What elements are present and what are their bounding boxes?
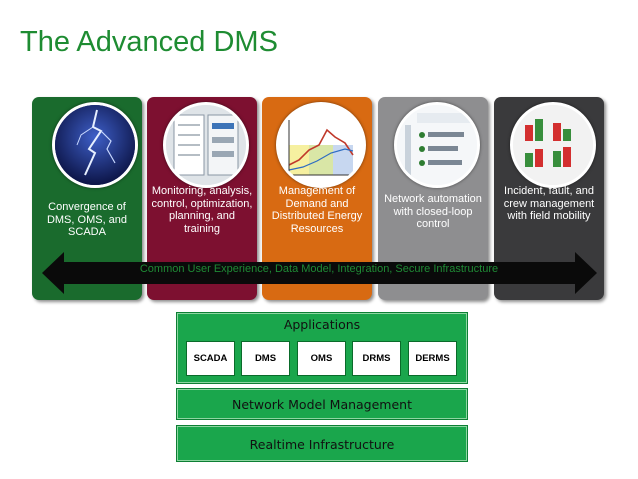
realtime-label: Realtime Infrastructure	[249, 437, 395, 452]
applications-title: Applications	[283, 317, 361, 332]
card-label: Convergence of DMS, OMS, and SCADA	[46, 201, 128, 238]
card-label: Management of Demand and Distributed Ene…	[271, 185, 363, 235]
lightning-image	[52, 102, 138, 188]
card-label: Monitoring, analysis, control, optimizat…	[151, 185, 253, 235]
bar-chart-image	[510, 102, 596, 188]
app-dms: DMS	[241, 341, 290, 376]
app-derms: DERMS	[408, 341, 457, 376]
card-convergence: Convergence of DMS, OMS, and SCADA	[32, 97, 142, 300]
double-arrow-banner	[42, 252, 597, 294]
app-drms: DRMS	[352, 341, 401, 376]
banner-text: Common User Experience, Data Model, Inte…	[139, 263, 499, 275]
realtime-panel: Realtime Infrastructure	[176, 425, 468, 462]
page-title: The Advanced DMS	[20, 26, 278, 58]
app-oms: OMS	[297, 341, 346, 376]
software-screenshot-image	[163, 102, 249, 188]
energy-chart-image	[276, 102, 366, 188]
menu-screenshot-image	[394, 102, 480, 188]
card-label: Network automation with closed-loop cont…	[384, 193, 482, 230]
network-model-label: Network Model Management	[231, 397, 412, 412]
app-scada: SCADA	[186, 341, 235, 376]
network-model-panel: Network Model Management	[176, 388, 468, 420]
card-label: Incident, fault, and crew management wit…	[503, 185, 595, 222]
